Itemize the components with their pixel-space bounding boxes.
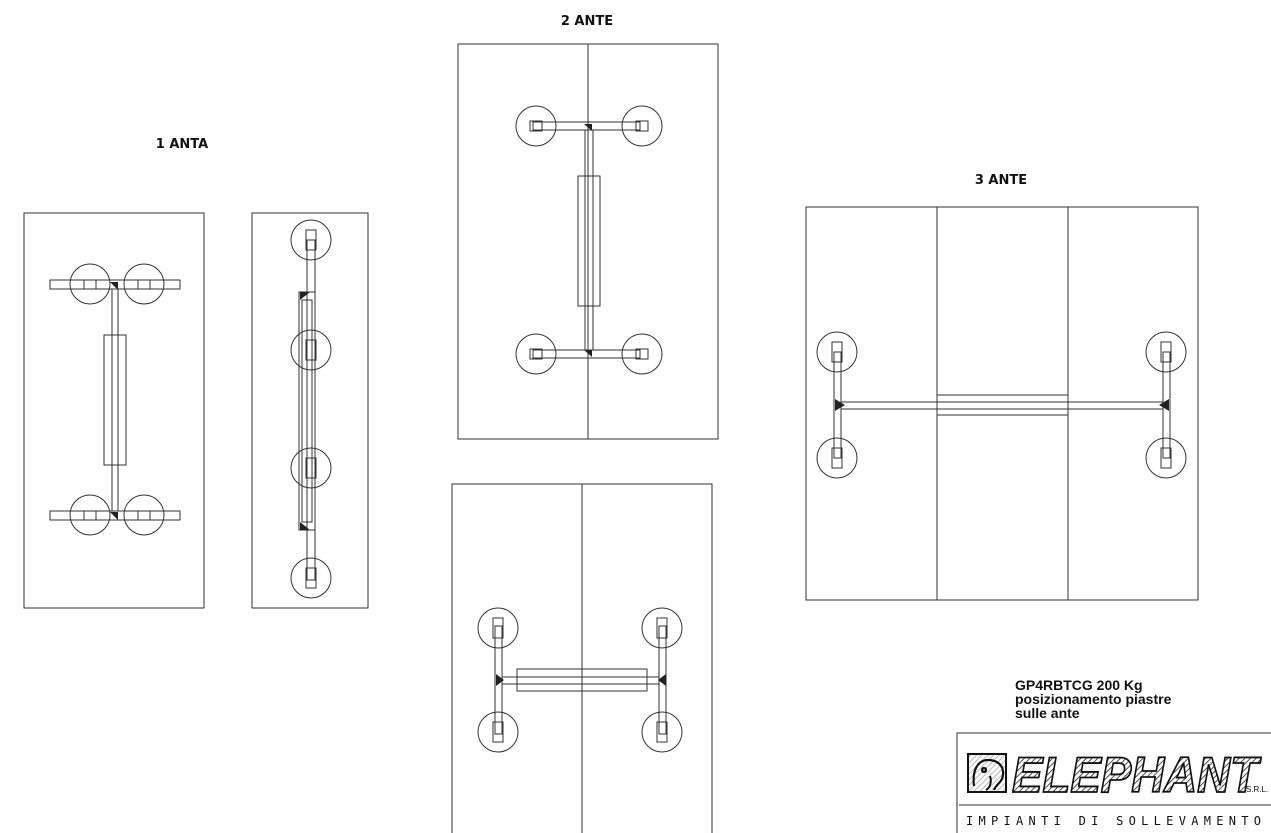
- brand-suffix: S.R.L.: [1246, 785, 1268, 794]
- product-info: GP4RBTCG 200 Kg posizionamento piastre s…: [1015, 677, 1172, 721]
- label-2-ante: 2 ANTE: [561, 14, 613, 29]
- elephant-icon: [967, 753, 1007, 793]
- panel-2-ante-top: [457, 43, 719, 440]
- product-desc-line-1: posizionamento piastre: [1015, 691, 1172, 707]
- panel-1-anta-b: [251, 212, 369, 609]
- panel-1-anta-a: [23, 212, 205, 609]
- product-desc-line-2: sulle ante: [1015, 705, 1080, 721]
- product-code-line: GP4RBTCG 200 Kg: [1015, 677, 1143, 693]
- company-logo-box: ELEPHANT S.R.L. IMPIANTI DI SOLLEVAMENTO: [956, 732, 1271, 833]
- panel-2-ante-bottom: [451, 483, 713, 833]
- brand-tagline: IMPIANTI DI SOLLEVAMENTO: [966, 814, 1266, 828]
- label-3-ante: 3 ANTE: [975, 173, 1027, 188]
- panel-3-ante: [805, 206, 1199, 601]
- brand-name: ELEPHANT: [1012, 747, 1262, 803]
- label-1-anta: 1 ANTA: [156, 137, 208, 152]
